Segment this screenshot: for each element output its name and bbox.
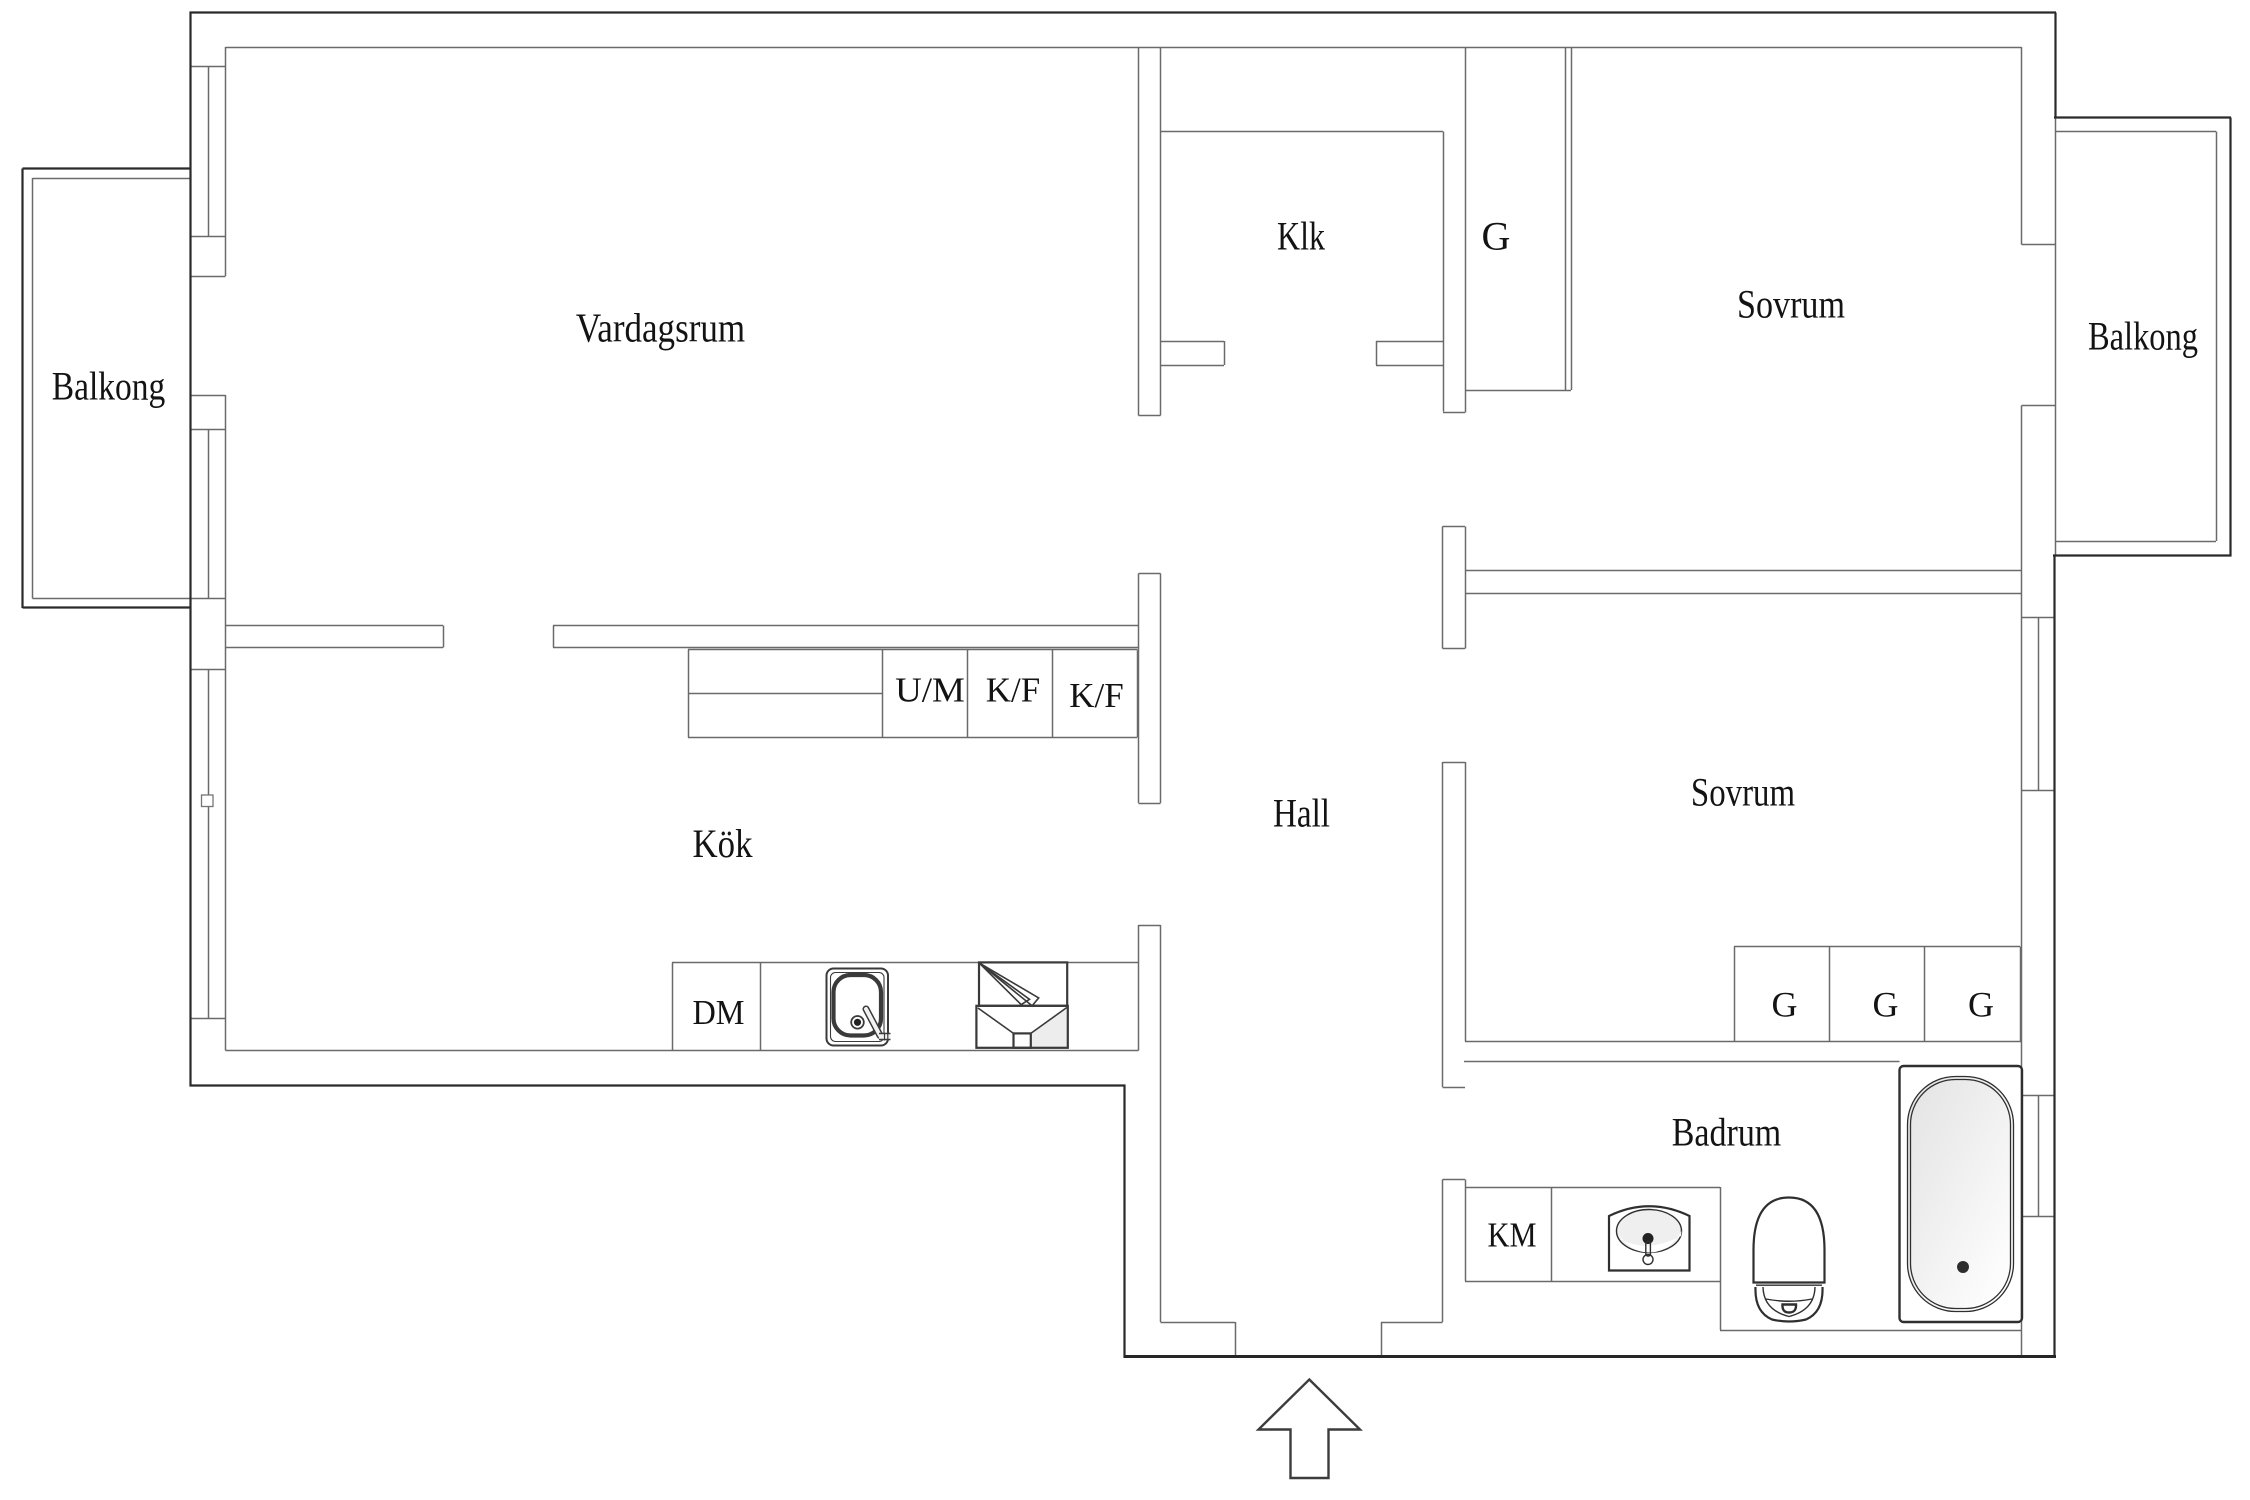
svg-text:Sovrum: Sovrum	[1737, 282, 1845, 327]
svg-text:Badrum: Badrum	[1672, 1110, 1782, 1155]
svg-text:Balkong: Balkong	[2088, 314, 2198, 359]
svg-text:K/F: K/F	[986, 671, 1040, 710]
svg-text:K/F: K/F	[1069, 676, 1123, 715]
svg-text:G: G	[1482, 214, 1511, 259]
svg-text:G: G	[1873, 985, 1899, 1025]
svg-text:G: G	[1772, 985, 1798, 1025]
svg-text:Hall: Hall	[1273, 791, 1330, 836]
svg-text:KM: KM	[1488, 1216, 1537, 1255]
svg-text:Sovrum: Sovrum	[1691, 770, 1795, 815]
svg-text:Vardagsrum: Vardagsrum	[576, 305, 745, 351]
svg-text:U/M: U/M	[895, 671, 965, 710]
svg-text:Klk: Klk	[1277, 214, 1325, 259]
svg-text:G: G	[1968, 985, 1994, 1025]
svg-text:Kök: Kök	[693, 821, 753, 866]
svg-text:Balkong: Balkong	[52, 364, 166, 409]
svg-text:DM: DM	[693, 993, 745, 1032]
